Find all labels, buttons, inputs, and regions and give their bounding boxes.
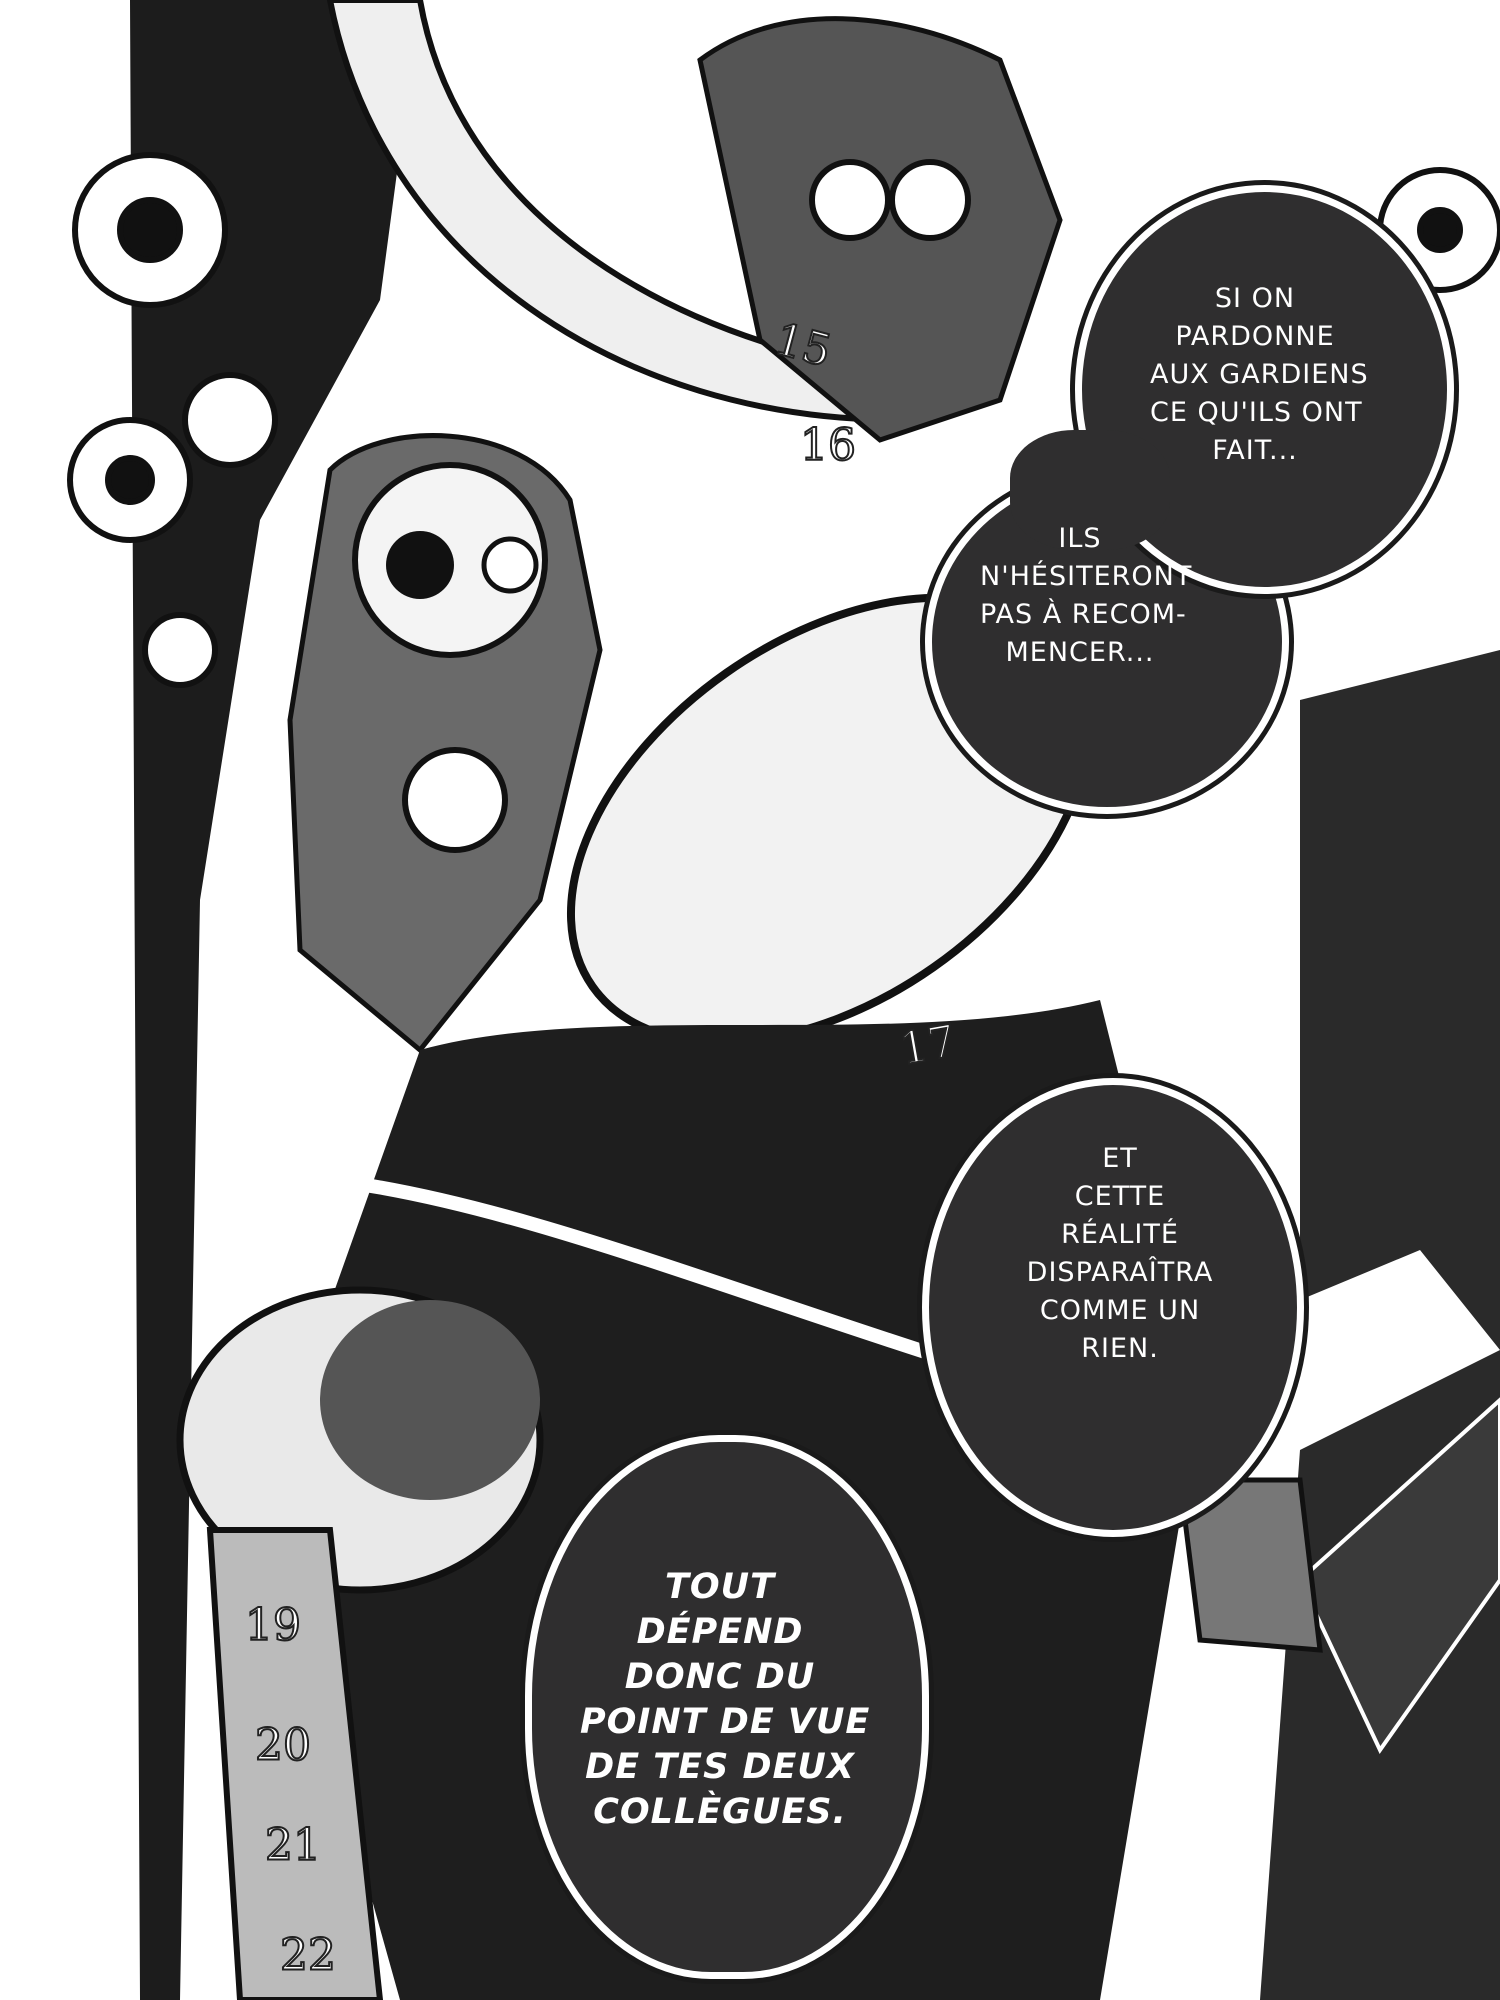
text-line: TOUT [665,1567,775,1607]
speech-text-2: ET CETTE RÉALITÉ DISPARAÎTRA COMME UN RI… [1010,1140,1230,1368]
text-line: CE QU'ILS ONT [1150,397,1363,428]
text-line: PARDONNE [1175,321,1335,352]
speech-text-3: TOUT DÉPEND DONC DU POINT DE VUE DE TES … [580,1565,871,1835]
text-line: DISPARAÎTRA [1026,1257,1214,1288]
bubble-join [1010,430,1170,550]
art-number-17: 17 [895,1015,961,1077]
ladder [206,1527,384,2000]
speech-text-1a: SI ON PARDONNE AUX GARDIENS CE QU'ILS ON… [1150,280,1369,470]
speech-text-1b: ILS N'HÉSITERONT PAS À RECOM- MENCER... [980,520,1193,672]
text-line: RIEN. [1081,1333,1159,1364]
art-number-19: 19 [244,1599,302,1652]
text-line: RÉALITÉ [1061,1219,1179,1250]
text-line: ET [1102,1143,1138,1174]
text-line: COLLÈGUES. [593,1792,847,1832]
speech-bubble-2 [922,1078,1304,1537]
text-line: ILS [1058,523,1102,554]
text-line: N'HÉSITERONT [980,561,1193,592]
left-dark-band [130,0,420,2000]
text-line: DE TES DEUX [585,1747,855,1787]
text-line: CETTE [1074,1181,1166,1212]
text-line: AUX GARDIENS [1150,359,1369,390]
text-line: DONC DU [624,1657,816,1697]
gear-icons [67,152,1500,1193]
text-line: SI ON [1214,283,1296,314]
text-line: DÉPEND [636,1612,804,1652]
text-line: FAIT... [1212,435,1298,466]
speech-bubble-3 [525,1435,929,1979]
art-number-16: 16 [799,419,857,472]
hooded-figure [697,16,1063,443]
text-line: PAS À RECOM- [980,599,1187,630]
art-number-21: 21 [264,1819,322,1872]
art-number-20: 20 [254,1719,312,1772]
text-line: COMME UN [1039,1295,1201,1326]
text-line: POINT DE VUE [580,1702,871,1742]
text-line: MENCER... [1005,637,1155,668]
track-ribbon [329,1173,953,1367]
art-number-22: 22 [279,1929,337,1982]
